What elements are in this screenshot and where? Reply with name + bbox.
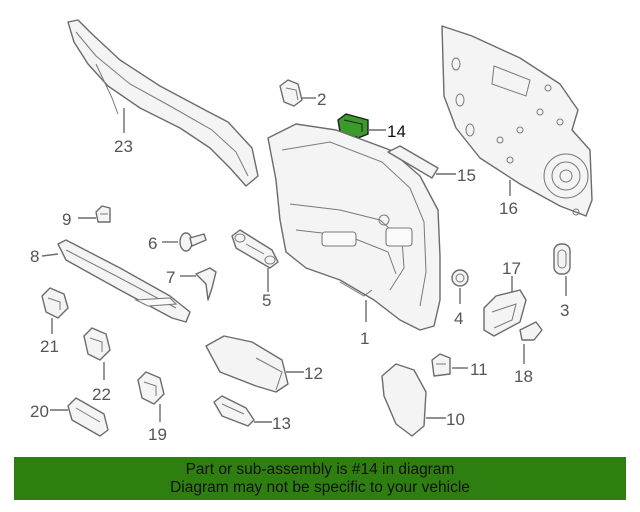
callout-14[interactable]: 14 [387,122,406,141]
callout-13[interactable]: 13 [272,414,291,433]
callout-10[interactable]: 10 [446,410,465,429]
part-3-cap[interactable] [553,243,571,275]
part-9-bracket[interactable] [95,205,111,223]
callout-1[interactable]: 1 [360,329,369,348]
part-13-pull-handle[interactable] [213,395,255,427]
part-6-push-pin[interactable] [179,232,207,252]
info-banner: Part or sub-assembly is #14 in diagram D… [14,457,626,500]
callout-12[interactable]: 12 [304,364,323,383]
part-18-bracket[interactable] [519,321,543,341]
callout-9[interactable]: 9 [62,210,71,229]
callout-17[interactable]: 17 [502,259,521,278]
part-21-switch[interactable] [41,287,69,319]
callout-16[interactable]: 16 [499,199,518,218]
part-22-switch[interactable] [83,327,111,361]
callout-7[interactable]: 7 [166,268,175,287]
callout-15[interactable]: 15 [457,166,476,185]
part-7-retainer[interactable] [195,267,217,301]
callout-3[interactable]: 3 [560,301,569,320]
part-5-handle-bracket[interactable] [231,229,279,269]
part-4-grommet[interactable] [451,269,469,287]
part-8-weatherstrip[interactable] [57,239,191,323]
callout-22[interactable]: 22 [92,385,111,404]
callout-19[interactable]: 19 [148,425,167,444]
part-19-switch[interactable] [137,371,165,405]
part-1-door-trim-panel[interactable] [267,123,441,331]
callout-2[interactable]: 2 [317,90,326,109]
part-20-bezel[interactable] [67,397,109,437]
part-10-trim-piece[interactable] [381,363,427,437]
part-12-armrest[interactable] [205,335,289,393]
callout-6[interactable]: 6 [148,234,157,253]
parts-diagram: 23 2 14 1 15 [30,19,593,444]
callout-5[interactable]: 5 [262,291,271,310]
callout-4[interactable]: 4 [454,309,463,328]
banner-line-2: Diagram may not be specific to your vehi… [170,479,470,496]
callout-18[interactable]: 18 [514,367,533,386]
part-16-inner-panel[interactable] [441,25,593,217]
part-2-clip[interactable] [279,79,303,107]
part-23-molding[interactable] [67,19,259,187]
callout-11[interactable]: 11 [470,360,488,379]
callout-21[interactable]: 21 [40,337,59,356]
part-11-switch[interactable] [431,353,451,377]
leader-8 [41,253,59,257]
callout-8[interactable]: 8 [30,247,39,266]
part-15-insert[interactable] [387,145,439,179]
callout-23[interactable]: 23 [114,137,133,156]
part-17-handle[interactable] [483,289,527,337]
banner-line-1: Part or sub-assembly is #14 in diagram [185,461,455,478]
callout-20[interactable]: 20 [30,402,49,421]
